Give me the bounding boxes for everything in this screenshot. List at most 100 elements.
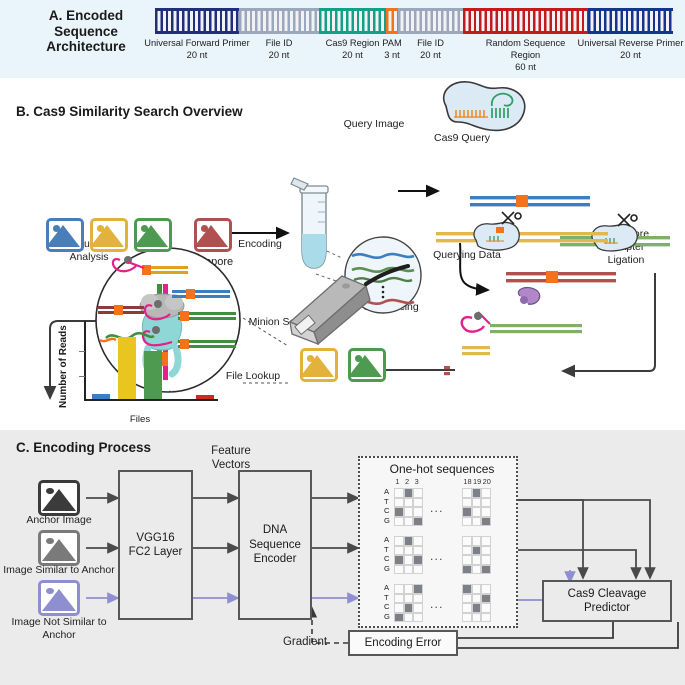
query-image-icon <box>340 86 374 116</box>
dna-segment-file-id <box>239 8 319 34</box>
segment-name: PAM <box>382 38 402 48</box>
onehot-cell <box>394 497 404 508</box>
onehot-matrix-anchor-left <box>394 488 423 527</box>
segment-length: 60 nt <box>515 61 536 72</box>
onehot-cell <box>481 555 491 565</box>
encoding-error-box: Encoding Error <box>348 630 458 656</box>
onehot-cell <box>394 516 404 527</box>
onehot-matrix-dissimilar-right <box>462 584 491 623</box>
panel-b-title: B. Cas9 Similarity Search Overview <box>16 104 243 119</box>
onehot-row-label-2-A: A <box>384 583 390 592</box>
querying-data-strands <box>436 195 670 283</box>
onehot-cell <box>394 488 404 498</box>
onehot-cell <box>394 545 404 556</box>
dna-sequence-bar <box>155 8 673 34</box>
onehot-cell <box>462 545 472 556</box>
onehot-cell <box>471 603 482 613</box>
onehot-cell <box>413 612 423 623</box>
onehot-matrix-similar-right <box>462 536 491 575</box>
segment-length: 20 nt <box>420 49 441 60</box>
onehot-row-label-1-A: A <box>384 535 390 544</box>
panel-a-title: A. Encoded Sequence Architecture <box>46 8 126 55</box>
onehot-cell <box>394 536 404 546</box>
onehot-cell <box>462 603 472 613</box>
file-lookup-label: File Lookup <box>225 370 281 382</box>
onehot-cell <box>471 507 482 517</box>
chart-bar-0 <box>92 394 110 399</box>
chart-y-tick-1 <box>79 350 85 353</box>
chart-y-axis-label: Number of Reads <box>58 325 69 408</box>
onehot-cell <box>413 564 423 575</box>
dna-sequence-encoder-box: DNA Sequence Encoder <box>238 470 312 620</box>
onehot-cell <box>413 545 423 556</box>
onehot-cell <box>481 488 491 498</box>
onehot-cell <box>471 497 482 508</box>
onehot-cell <box>413 593 423 604</box>
onehot-cell <box>403 507 414 517</box>
chart-x-axis <box>84 399 218 401</box>
onehot-cell <box>403 584 414 594</box>
onehot-cell <box>413 603 423 613</box>
onehot-cell <box>481 536 491 546</box>
onehot-cell <box>413 516 423 527</box>
segment-length: 20 nt <box>268 49 290 60</box>
chart-bar-2 <box>144 350 162 399</box>
onehot-cell <box>462 536 472 546</box>
querying-data-label: Querying Data <box>433 249 501 261</box>
onehot-cell <box>481 507 491 517</box>
dissimilar-image-label: Image Not Similar to Anchor <box>11 616 107 641</box>
onehot-cell <box>413 555 423 565</box>
onehot-cell <box>471 612 482 623</box>
segment-name: Universal Reverse Primer <box>577 38 684 48</box>
chart-y-axis <box>84 321 86 399</box>
segment-length: 20 nt <box>620 49 641 60</box>
onehot-col-label-1-1: 19 <box>473 477 482 486</box>
onehot-row-label-1-G: G <box>384 563 390 573</box>
file-image-blue <box>46 218 84 252</box>
onehot-ellipsis-0: ... <box>430 501 444 515</box>
onehot-cell <box>403 497 414 508</box>
onehot-row-label-0-C: C <box>384 506 390 516</box>
onehot-cell <box>403 603 414 613</box>
dna-segment-cas9-region <box>319 8 386 34</box>
onehot-matrix-dissimilar-left <box>394 584 423 623</box>
onehot-col-label-0-2: 3 <box>414 477 419 486</box>
file-image-yellow <box>90 218 128 252</box>
anchor-image-icon <box>38 480 80 516</box>
segment-name: Universal Forward Primer <box>144 38 250 48</box>
panel-c-connections <box>86 492 679 654</box>
onehot-cell <box>471 593 482 604</box>
segment-length: 20 nt <box>342 49 363 60</box>
dna-segment-random-sequence-region <box>463 8 588 34</box>
panel-c-encoding-process: C. Encoding Process <box>0 430 685 685</box>
segment-name: File ID <box>265 38 293 48</box>
onehot-cell <box>481 603 491 613</box>
onehot-cell <box>462 564 472 575</box>
onehot-cell <box>471 555 482 565</box>
chart-bar-1 <box>118 336 136 399</box>
onehot-cell <box>394 593 404 604</box>
cas9-cleavage-predictor-box: Cas9 Cleavage Predictor <box>542 580 672 622</box>
chart-bar-4 <box>196 395 214 399</box>
similar-image-label: Image Similar to Anchor <box>3 564 115 576</box>
onehot-row-label-0-A: A <box>384 487 390 496</box>
onehot-cell <box>462 555 472 565</box>
onehot-cell <box>481 593 491 604</box>
onehot-row-label-1-C: C <box>384 554 390 564</box>
panel-a-encoded-sequence-architecture: A. Encoded Sequence Architecture Univers… <box>0 0 685 78</box>
onehot-cell <box>394 555 404 565</box>
gradient-label: Gradient <box>282 636 328 648</box>
onehot-cell <box>481 516 491 527</box>
segment-length: 3 nt <box>384 49 400 60</box>
chart-x-axis-label: Files <box>129 414 151 425</box>
onehot-ellipsis-1: ... <box>430 549 444 563</box>
onehot-row-label-0-T: T <box>384 496 389 506</box>
onehot-cell <box>462 497 472 508</box>
